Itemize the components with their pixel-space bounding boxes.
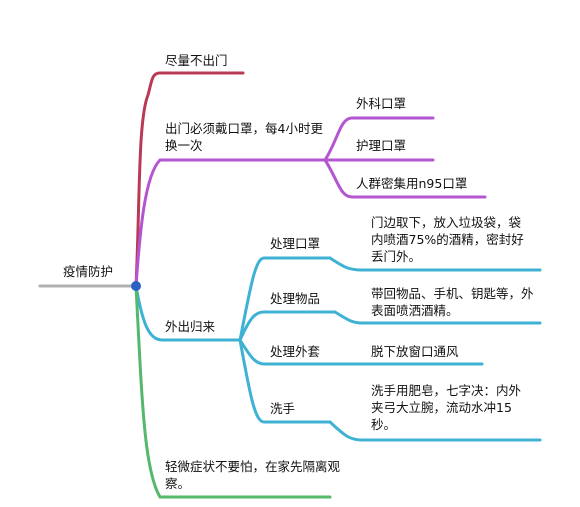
return-item-wash-hands: 洗手 (270, 401, 296, 416)
return-detail-wash-hands: 洗手用肥皂，七字决：内外夹弓大立腕，流动水冲15秒。 (371, 383, 522, 432)
mask-item-n95: 人群密集用n95口罩 (356, 176, 468, 191)
link-handle-items (238, 310, 337, 342)
root-node-dot (131, 281, 141, 291)
link-wash-hands (238, 338, 332, 424)
return-detail-handle-items: 带回物品、手机、钥匙等，外表面喷洒酒精。 (371, 286, 534, 318)
link-surgical-mask (323, 116, 435, 162)
return-detail-handle-coat: 脱下放窗口通风 (371, 344, 459, 359)
link-n95-mask (323, 158, 487, 199)
link-handle-items-detail (333, 310, 542, 325)
branch-link-stay-home (134, 71, 245, 288)
link-handle-mask-detail (328, 256, 542, 272)
root-label: 疫情防护 (63, 264, 114, 279)
mask-item-nursing: 护理口罩 (356, 138, 407, 153)
mask-item-surgical: 外科口罩 (356, 96, 407, 111)
branch-link-mild (134, 284, 332, 499)
return-detail-handle-mask: 门边取下，放入垃圾袋，袋内喷酒75%的酒精，密封好丢门外。 (371, 215, 524, 264)
branch-link-mask (134, 158, 327, 288)
link-handle-mask (238, 256, 332, 342)
link-wash-hands-detail (328, 420, 542, 442)
return-item-handle-coat: 处理外套 (270, 344, 321, 359)
branch-mild-symptoms: 轻微症状不要怕，在家先隔离观察。 (165, 459, 341, 491)
return-item-handle-items: 处理物品 (270, 291, 321, 306)
branch-mask: 出门必须戴口罩，每4小时更换一次 (165, 121, 323, 153)
branch-return-home: 外出归来 (165, 319, 216, 334)
return-item-handle-mask: 处理口罩 (270, 236, 321, 251)
link-handle-coat (238, 338, 484, 366)
branch-stay-home: 尽量不出门 (165, 53, 228, 68)
